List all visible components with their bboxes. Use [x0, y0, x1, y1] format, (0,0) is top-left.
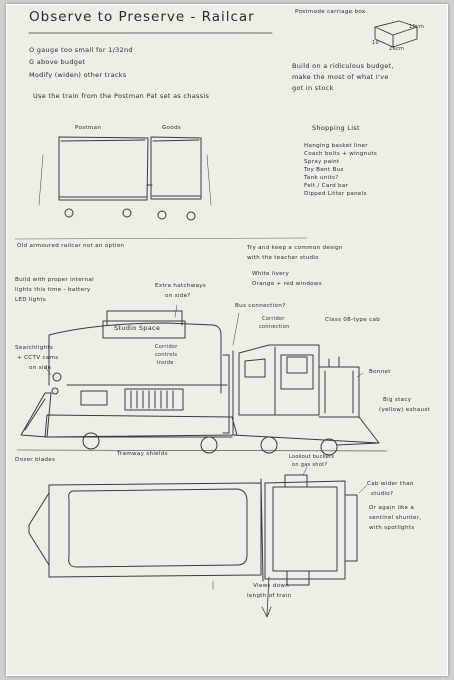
note-gauge: O gauge too small for 1/32nd	[29, 46, 133, 54]
note-views-down-2: length of train	[247, 593, 292, 599]
note-orange-red: Orange + red windows	[252, 281, 322, 287]
note-hatchways-2: on side?	[165, 293, 191, 299]
note-budget-3: got in stock	[292, 84, 334, 92]
page-title: Observe to Preserve - Railcar	[29, 9, 255, 25]
list-item: Coach bolts + wingnuts	[304, 150, 378, 157]
note-or-again-2: sentinel shunter,	[369, 515, 422, 521]
list-item: Dipped Litter panels	[304, 190, 367, 197]
note-internal-2: lights this time - battery	[15, 287, 91, 293]
note-bus-connection: Bus connection?	[235, 303, 286, 309]
list-item: Hanging basket liner	[304, 143, 368, 149]
note-modify: Modify (widen) other tracks	[29, 71, 127, 79]
note-corridor-controls-3: inside	[157, 360, 174, 366]
sketchbook-page: Observe to Preserve - Railcar Postmode c…	[6, 4, 448, 676]
note-big-stacy-1: Big stacy	[383, 397, 412, 403]
list-item: Felt / Card bar	[304, 182, 349, 189]
list-item: Tank units?	[304, 174, 339, 181]
label-bonnet: Bonnet	[369, 369, 391, 375]
carriage-dim-depth: 26cm	[389, 46, 405, 52]
label-goods: Goods	[162, 125, 182, 131]
note-views-down-1: Views down	[253, 583, 290, 589]
carriage-dim-height: 10	[372, 40, 379, 46]
note-try-keep-1: Try and keep a common design	[247, 245, 343, 251]
label-postman: Postman	[75, 125, 102, 131]
note-corridor-connection-2: connection	[259, 324, 290, 330]
note-lookout-1: Lookout buckets	[289, 454, 335, 460]
pencil-sketches	[14, 20, 418, 618]
note-hatchways-1: Extra hatchways	[155, 283, 207, 289]
carriage-box-sketch	[374, 20, 418, 48]
label-tramway-shields: Tramway shields	[117, 451, 168, 457]
note-cab-wider-2: studio?	[371, 491, 394, 497]
note-budget-2: make the most of what I've	[292, 73, 389, 81]
railcar-plan-view	[28, 466, 368, 618]
note-white-livery: White livery	[252, 271, 290, 277]
label-studio-space: Studio Space	[114, 324, 161, 332]
note-old-armoured: Old armoured railcar not an option	[17, 243, 125, 249]
note-use-train: Use the train from the Postman Pat set a…	[33, 92, 210, 100]
note-cab-wider-1: Cab wider than	[367, 481, 414, 487]
carriage-box-label: Postmode carriage box	[295, 9, 366, 15]
shopping-list: Hanging basket liner Coach bolts + wingn…	[304, 143, 377, 198]
note-internal-1: Build with proper internal	[15, 277, 94, 283]
note-searchlights-3: on side	[29, 365, 52, 371]
note-try-keep-2: with the teacher studio	[247, 255, 319, 261]
note-lookout-2: on gas shot?	[292, 462, 328, 468]
note-budget-1: Build on a ridiculous budget,	[292, 62, 394, 70]
railcar-side-elevation	[16, 304, 388, 456]
note-corridor-controls-2: controls	[155, 352, 178, 358]
note-corridor-connection-1: Corridor	[262, 316, 285, 322]
note-big-stacy-2: (yellow) exhaust	[379, 407, 431, 413]
note-corridor-controls-1: Corridor	[155, 344, 178, 350]
wagon-sketch	[38, 136, 212, 221]
list-item: Toy Bent Bus	[304, 166, 344, 173]
note-internal-3: LED lights	[15, 297, 47, 303]
note-or-again-1: Or again like a	[369, 505, 415, 511]
note-or-again-3: with spotlights	[369, 525, 415, 531]
note-class-cab: Class 08-type cab	[325, 317, 381, 323]
note-g-above: G above budget	[29, 58, 86, 66]
note-searchlights-2: + CCTV cams	[17, 355, 59, 361]
label-dozer-blades: Dozer blades	[15, 457, 56, 463]
shopping-list-heading: Shopping List	[312, 124, 360, 132]
note-searchlights-1: Searchlights	[15, 345, 54, 351]
list-item: Spray paint	[304, 158, 340, 165]
